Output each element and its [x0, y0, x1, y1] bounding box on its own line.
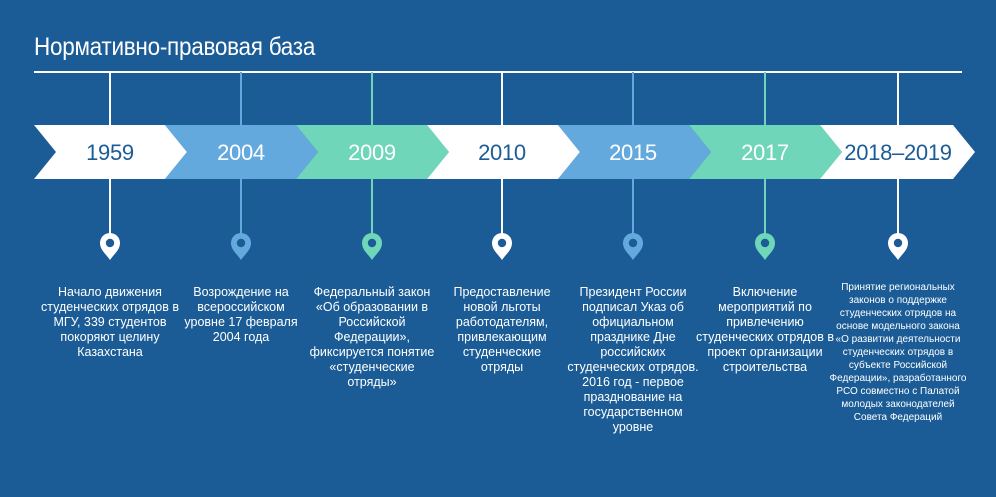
year-chevron: [427, 125, 580, 179]
milestone-description: Включение мероприятий по привлечению сту…: [696, 285, 834, 374]
year-chevron: [558, 125, 711, 179]
milestone-description: Предоставление новой льготы работодателя…: [453, 285, 551, 374]
milestone-description: Принятие региональных законов о поддержк…: [829, 282, 967, 423]
year-label: 2004: [217, 140, 265, 165]
year-label: 2017: [741, 140, 789, 165]
milestone-description: Начало движения студенческих отрядов в М…: [41, 285, 179, 359]
year-label: 2009: [348, 140, 396, 165]
year-chevron: [820, 125, 975, 179]
location-pin-icon: [100, 233, 120, 260]
location-pin-icon: [755, 233, 775, 260]
location-pin-icon: [492, 233, 512, 260]
location-pin-icon: [231, 233, 251, 260]
milestone-description: Возрождение на всероссийском уровне 17 ф…: [184, 285, 298, 344]
year-chevron: [296, 125, 449, 179]
year-label: 2018–2019: [844, 140, 951, 165]
year-chevron: [689, 125, 842, 179]
location-pin-icon: [888, 233, 908, 260]
year-chevron: [34, 125, 187, 179]
year-label: 2010: [478, 140, 526, 165]
location-pin-icon: [362, 233, 382, 260]
year-chevron: [165, 125, 318, 179]
milestone-description: Президент России подписал Указ об официа…: [567, 285, 699, 434]
page-title: Нормативно-правовая база: [34, 33, 316, 61]
year-label: 1959: [86, 140, 134, 165]
milestone-description: Федеральный закон «Об образовании в Росс…: [309, 285, 435, 389]
year-label: 2015: [609, 140, 657, 165]
location-pin-icon: [623, 233, 643, 260]
